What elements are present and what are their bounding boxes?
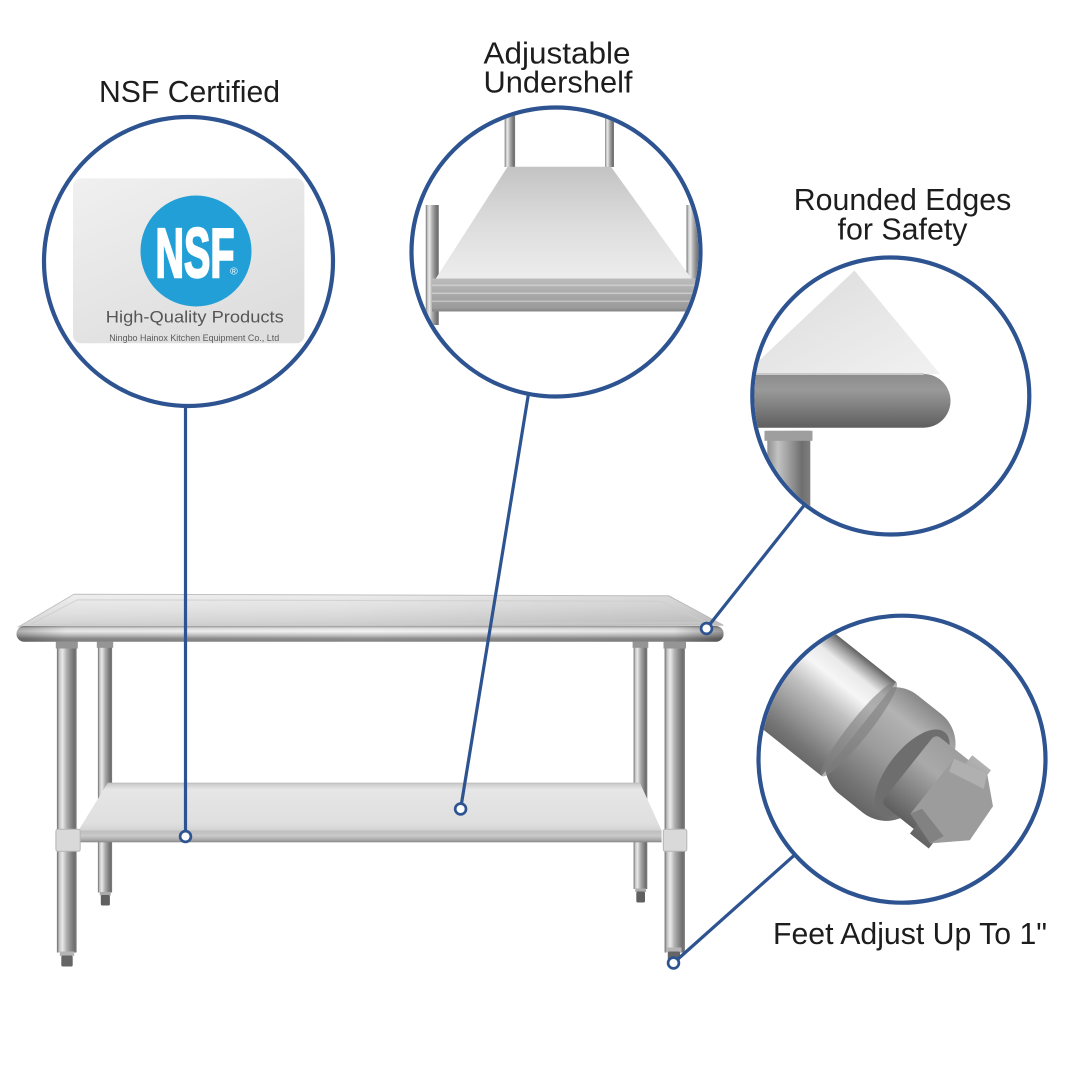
svg-text:NSF Certified: NSF Certified	[99, 75, 280, 109]
svg-text:Undershelf: Undershelf	[484, 65, 634, 99]
svg-text:Ningbo Hainox Kitchen Equipmen: Ningbo Hainox Kitchen Equipment Co., Ltd	[109, 333, 279, 344]
svg-text:Feet Adjust Up To 1": Feet Adjust Up To 1"	[773, 917, 1047, 951]
svg-text:NSF: NSF	[156, 214, 235, 292]
svg-text:®: ®	[230, 266, 238, 278]
svg-text:for Safety: for Safety	[838, 212, 969, 246]
svg-text:High-Quality Products: High-Quality Products	[106, 309, 284, 327]
svg-text:Adjustable: Adjustable	[484, 37, 631, 71]
svg-text:Rounded Edges: Rounded Edges	[794, 183, 1012, 217]
